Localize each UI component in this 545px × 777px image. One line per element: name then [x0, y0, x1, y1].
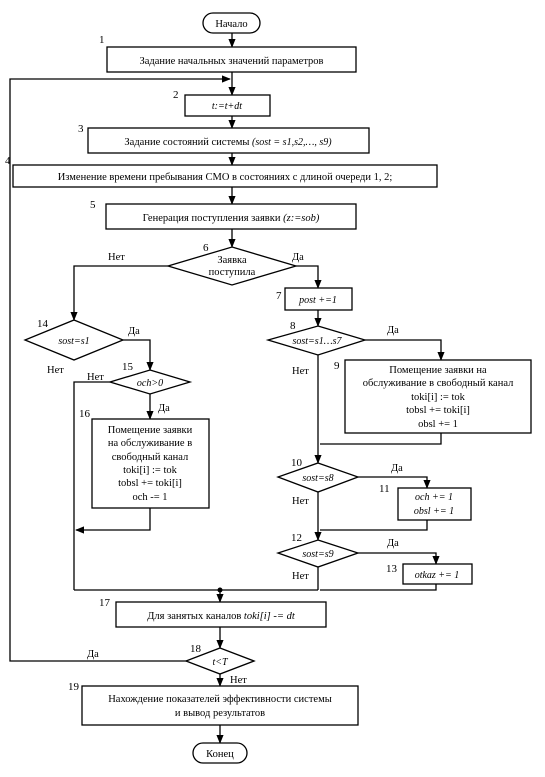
decision-6-yes-label: Да [292, 252, 304, 263]
step-16-line-5: tobsl += toki[i] [118, 478, 182, 489]
step-17-text: Для занятых каналов [147, 611, 244, 622]
step-12-number: 12 [291, 532, 302, 544]
connectors [9, 33, 445, 744]
step-18-number: 18 [190, 643, 202, 655]
step-9-line-4: tobsl += toki[i] [406, 405, 470, 416]
step-2-number: 2 [173, 89, 179, 101]
start-terminal: Начало [202, 12, 261, 34]
step-13-number: 13 [386, 563, 398, 575]
decision-14-yes-label: Да [128, 326, 140, 337]
step-17-number: 17 [99, 597, 111, 609]
decision-10: 10 sost=s8 Да Нет [276, 457, 403, 507]
step-4-text: Изменение времени пребывания СМО в состо… [58, 172, 393, 183]
step-3-box: 3 Задание состояний системы (sost = s1,s… [78, 123, 370, 154]
step-14-text: sost=s1 [58, 336, 89, 347]
step-19-line-2: и вывод результатов [175, 708, 265, 719]
decision-10-yes-label: Да [391, 463, 403, 474]
step-7-box: 7 post +=1 [276, 287, 353, 311]
step-9-number: 9 [334, 360, 340, 372]
end-terminal: Конец [192, 742, 248, 764]
step-16-box: 16 Помещение заявки на обслуживание в св… [79, 408, 210, 509]
decision-6: 6 Заявка поступила Нет Да [108, 242, 304, 286]
step-1-text: Задание начальных значений параметров [139, 56, 323, 67]
step-9-line-1: Помещение заявки на [389, 365, 487, 376]
step-3-expr: (sost = s1,s2,…, s9) [252, 137, 332, 148]
decision-12: 12 sost=s9 Да Нет [275, 532, 399, 582]
step-1-number: 1 [99, 34, 105, 46]
step-16-line-6: och -= 1 [132, 492, 167, 503]
decision-14-no-label: Нет [47, 365, 64, 376]
step-11-line-2: obsl += 1 [414, 506, 454, 517]
decision-15-no-label: Нет [87, 372, 104, 383]
step-11-line-1: och += 1 [415, 492, 453, 503]
decision-15: 15 och>0 Нет Да [87, 361, 193, 414]
decision-8-yes-label: Да [387, 325, 399, 336]
step-17-expr: toki[i] -= dt [244, 611, 296, 622]
step-6-number: 6 [203, 242, 209, 254]
step-5-expr: (z:=sob) [283, 213, 320, 224]
step-16-number: 16 [79, 408, 91, 420]
end-label: Конец [206, 749, 234, 760]
decision-12-no-label: Нет [292, 571, 309, 582]
step-19-box: 19 Нахождение показателей эффективности … [68, 681, 359, 726]
step-1-box: 1 Задание начальных значений параметров [99, 34, 357, 73]
step-19-line-1: Нахождение показателей эффективности сис… [108, 694, 332, 705]
step-5-text: Генерация поступления заявки [143, 213, 283, 224]
decision-14: 14 sost=s1 Да Нет [23, 318, 140, 376]
step-11-number: 11 [379, 483, 390, 495]
step-3-number: 3 [78, 123, 84, 135]
step-10-text: sost=s8 [302, 473, 333, 484]
step-16-line-2: на обслуживание в [108, 438, 192, 449]
step-16-line-3: свободный канал [112, 452, 189, 463]
step-13-box: 13 otkaz += 1 [386, 563, 473, 585]
step-9-line-2: обслуживание в свободный канал [363, 378, 514, 389]
step-10-number: 10 [291, 457, 303, 469]
decision-18-no-label: Нет [230, 675, 247, 686]
step-5-number: 5 [90, 199, 96, 211]
step-7-text: post +=1 [298, 295, 337, 306]
step-9-line-5: obsl += 1 [418, 419, 458, 430]
step-9-box: 9 Помещение заявки на обслуживание в сво… [334, 359, 532, 434]
svg-text:Задание состояний системы (sos: Задание состояний системы (sost = s1,s2,… [124, 137, 332, 148]
step-12-text: sost=s9 [302, 549, 333, 560]
svg-text:Генерация поступления заявки (: Генерация поступления заявки (z:=sob) [143, 213, 320, 224]
decision-12-yes-label: Да [387, 538, 399, 549]
step-4-box: 4 Изменение времени пребывания СМО в сос… [5, 155, 438, 188]
decision-10-no-label: Нет [292, 496, 309, 507]
step-16-line-4: toki[i] := tok [123, 465, 178, 476]
step-13-text: otkaz += 1 [415, 570, 460, 581]
step-11-box: 11 och += 1 obsl += 1 [379, 483, 472, 521]
svg-text:Для занятых каналов toki[i] -=: Для занятых каналов toki[i] -= dt [147, 611, 296, 622]
step-5-box: 5 Генерация поступления заявки (z:=sob) [90, 199, 357, 230]
decision-8: 8 sost=s1…s7 Да Нет [265, 320, 399, 377]
step-3-text: Задание состояний системы [124, 137, 252, 148]
step-14-number: 14 [37, 318, 49, 330]
step-15-number: 15 [122, 361, 134, 373]
step-15-text: och>0 [137, 378, 163, 389]
decision-6-no-label: Нет [108, 252, 125, 263]
step-9-line-3: toki[i] := tok [411, 392, 466, 403]
step-2-box: 2 t:=t+dt [173, 89, 271, 117]
step-2-text: t:=t+dt [212, 101, 242, 112]
step-7-number: 7 [276, 290, 282, 302]
decision-8-no-label: Нет [292, 366, 309, 377]
step-17-box: 17 Для занятых каналов toki[i] -= dt [99, 597, 327, 628]
step-19-number: 19 [68, 681, 80, 693]
step-6-line-2: поступила [209, 267, 256, 278]
decision-18: 18 t<T Да Нет [87, 643, 256, 686]
step-4-number: 4 [5, 155, 11, 167]
start-label: Начало [215, 19, 247, 30]
step-8-text: sost=s1…s7 [293, 336, 343, 347]
step-16-line-1: Помещение заявки [108, 425, 193, 436]
decision-15-yes-label: Да [158, 403, 170, 414]
step-18-text: t<T [212, 657, 229, 668]
step-8-number: 8 [290, 320, 296, 332]
decision-18-yes-label: Да [87, 649, 99, 660]
step-6-line-1: Заявка [217, 255, 247, 266]
